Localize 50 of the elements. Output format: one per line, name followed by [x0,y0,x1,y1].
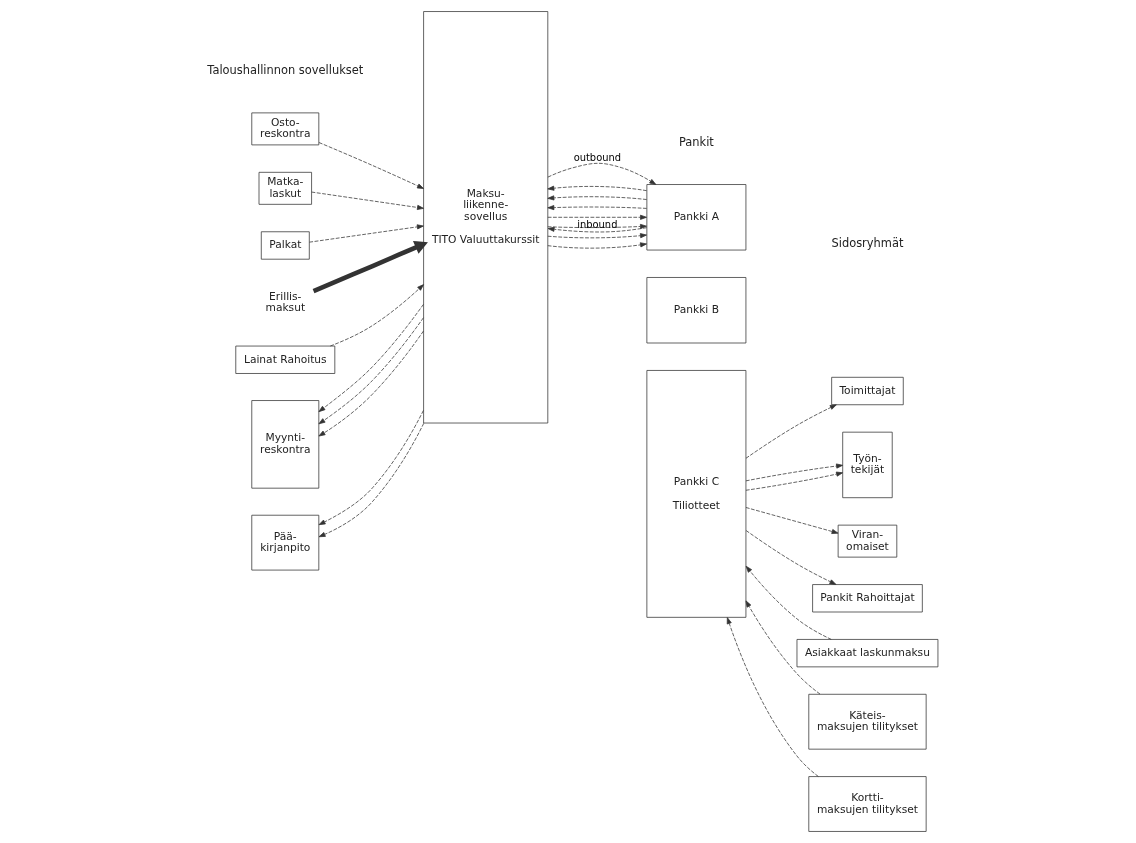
node-box: Toimittajat [831,376,904,406]
arrow [318,317,424,425]
arrow [318,330,424,437]
arrow [745,565,832,640]
arrow [745,530,837,585]
node-box: Osto-reskontra [251,112,320,146]
node-box: Matka-laskut [258,171,312,205]
node-box: Lainat Rahoitus [235,345,336,374]
arrow [311,191,424,210]
arrow [547,242,647,249]
node-text: Erillis-maksut [265,289,306,315]
label: Sidosryhmät [831,236,904,251]
node-box: Käteis-maksujen tilitykset [808,693,927,750]
node-box: Pankki C Tiliotteet [646,370,747,618]
arrow [745,463,844,482]
node-box: Palkat [260,231,310,260]
arrow [318,142,424,189]
node-box: Viran-omaiset [837,524,898,558]
label: Pankit [678,135,714,150]
arrow [726,617,819,777]
node-box: Asiakkaat laskunmaksu [796,639,939,668]
arrow [745,471,844,491]
arrow [318,422,425,538]
arrow [312,241,428,294]
arrow [329,284,424,347]
label: Taloushallinnon sovellukset [207,63,364,78]
arrow [547,162,657,185]
node-box: Pää-kirjanpito [251,514,320,571]
arrow [547,226,648,233]
arrow [745,600,821,695]
node-box: Työn-tekijät [842,431,893,499]
node-box: Pankki A [646,184,747,251]
node-box: Pankki B [646,277,747,344]
edge-label: inbound [577,219,618,231]
node-box: Pankit Rahoittajat [812,584,923,613]
arrow [547,185,647,192]
arrow [547,195,647,201]
arrow [745,507,839,534]
arrow [547,223,647,229]
node-box: Kortti-maksujen tilitykset [808,776,927,832]
node-box: Maksu-liikenne-sovellus TITO Valuuttakurssit [423,11,549,424]
arrow [547,233,647,239]
arrow [547,214,647,220]
arrow [547,205,647,211]
arrow [318,303,424,413]
arrow [745,404,837,459]
arrow [318,410,424,526]
arrow [309,224,424,243]
node-box: Myynti-reskontra [251,400,320,489]
edge-label: outbound [573,152,622,164]
